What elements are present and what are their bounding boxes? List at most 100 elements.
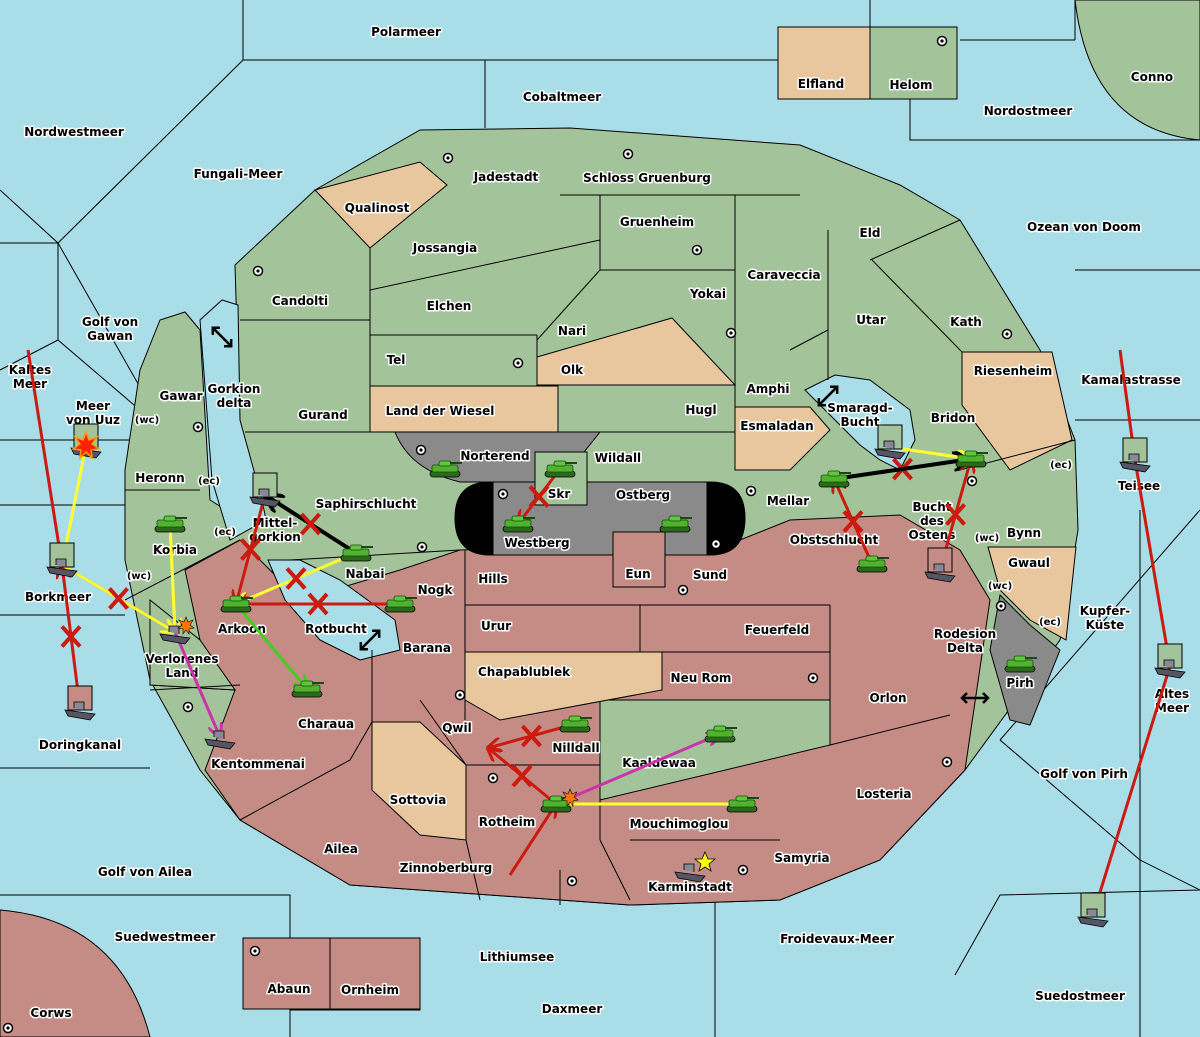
province-label[interactable]: Pirh	[1005, 675, 1035, 692]
province-label[interactable]: Mittel-gorkion	[248, 515, 303, 546]
province-label[interactable]: Fungali-Meer	[192, 166, 284, 183]
province-label[interactable]: Gawar	[158, 388, 204, 405]
province-label[interactable]: Doringkanal	[37, 737, 122, 754]
province-label[interactable]: Land der Wiesel	[384, 403, 496, 420]
province-label[interactable]: Candolti	[270, 293, 329, 310]
army-tank-icon[interactable]	[544, 460, 577, 478]
corws-area[interactable]	[0, 909, 151, 1037]
province-label[interactable]: Kupfer-Küste	[1078, 603, 1131, 634]
province-label[interactable]: Olk	[559, 362, 585, 379]
province-label[interactable]: Norterend	[459, 448, 531, 465]
province-label[interactable]: Samyria	[773, 850, 831, 867]
army-tank-icon[interactable]	[1004, 655, 1037, 673]
province-label[interactable]: Nari	[556, 323, 587, 340]
fleet-ship-icon[interactable]	[70, 423, 102, 461]
esmaladan-area[interactable]	[734, 406, 831, 471]
province-label[interactable]: Hills	[477, 571, 510, 588]
province-label[interactable]: Caraveccia	[746, 267, 822, 284]
army-tank-icon[interactable]	[704, 725, 737, 743]
eun-area[interactable]	[612, 531, 666, 588]
province-label[interactable]: Elfland	[796, 76, 845, 93]
province-label[interactable]: Gruenheim	[618, 214, 695, 231]
province-label[interactable]: Nordwestmeer	[23, 124, 126, 141]
fleet-ship-icon[interactable]	[249, 472, 281, 508]
province-label[interactable]: Ornheim	[340, 982, 401, 999]
province-label[interactable]: Urur	[479, 618, 512, 635]
fleet-ship-icon[interactable]	[874, 424, 906, 460]
province-label[interactable]: Jossangia	[410, 240, 478, 257]
province-label[interactable]: Karminstadt	[647, 879, 734, 896]
province-label[interactable]: Bridon	[929, 410, 977, 427]
province-label[interactable]: Feuerfeld	[743, 622, 811, 639]
province-label[interactable]: Kaaldewaa	[621, 755, 698, 772]
province-label[interactable]: Abaun	[266, 981, 312, 998]
province-label[interactable]: Rotheim	[477, 814, 537, 831]
province-label[interactable]: Bynn	[1005, 525, 1042, 542]
province-label[interactable]: Nilldall	[551, 740, 601, 757]
province-label[interactable]: Sottovia	[388, 792, 448, 809]
fleet-ship-icon[interactable]	[674, 863, 706, 883]
province-label[interactable]: Gurand	[297, 407, 350, 424]
province-label[interactable]: Kath	[949, 314, 984, 331]
province-label[interactable]: Heronn	[134, 470, 186, 487]
army-tank-icon[interactable]	[659, 515, 692, 533]
fleet-ship-icon[interactable]	[1154, 643, 1186, 679]
province-label[interactable]: Skr	[546, 486, 572, 503]
province-label[interactable]: Qwil	[441, 720, 474, 737]
province-label[interactable]: Froidevaux-Meer	[779, 931, 896, 948]
fleet-ship-icon[interactable]	[1119, 437, 1151, 473]
province-label[interactable]: Eun	[624, 566, 652, 583]
province-label[interactable]: Nordostmeer	[982, 103, 1074, 120]
province-label[interactable]: Golf von Pirh	[1039, 766, 1130, 783]
province-label[interactable]: Tel	[385, 352, 407, 369]
army-tank-icon[interactable]	[955, 450, 988, 468]
province-label[interactable]: Rotbucht	[304, 621, 369, 638]
province-label[interactable]: Korbia	[151, 542, 198, 559]
province-label[interactable]: Esmaladan	[739, 418, 815, 435]
army-tank-icon[interactable]	[502, 515, 535, 533]
province-label[interactable]: Kamalastrasse	[1080, 372, 1183, 389]
province-label[interactable]: Sund	[691, 567, 728, 584]
province-label[interactable]: Suedwestmeer	[113, 929, 217, 946]
province-label[interactable]: Barana	[402, 640, 453, 657]
army-tank-icon[interactable]	[559, 715, 592, 733]
army-tank-icon[interactable]	[726, 795, 759, 813]
province-label[interactable]: Qualinost	[343, 200, 411, 217]
province-label[interactable]: Lithiumsee	[478, 949, 556, 966]
province-label[interactable]: Eld	[858, 225, 882, 242]
province-label[interactable]: Smaragd-Bucht	[826, 400, 894, 431]
province-label[interactable]: Obstschlucht	[788, 532, 880, 549]
province-label[interactable]: Wildall	[593, 450, 642, 467]
province-label[interactable]: Orlon	[868, 690, 908, 707]
province-label[interactable]: Ozean von Doom	[1026, 219, 1143, 236]
province-label[interactable]: Mouchimoglou	[628, 816, 730, 833]
province-label[interactable]: Golf von Ailea	[96, 864, 193, 881]
province-label[interactable]: Amphi	[745, 381, 791, 398]
province-label[interactable]: Yokai	[687, 286, 727, 303]
province-label[interactable]: Neu Rom	[669, 670, 733, 687]
army-tank-icon[interactable]	[429, 460, 462, 478]
province-label[interactable]: Helom	[888, 77, 934, 94]
province-label[interactable]: Mellar	[765, 493, 810, 510]
province-label[interactable]: Nogk	[416, 582, 455, 599]
province-label[interactable]: Schloss Gruenburg	[582, 170, 713, 187]
army-tank-icon[interactable]	[291, 680, 324, 698]
province-label[interactable]: Kentommenai	[210, 756, 307, 773]
province-label[interactable]: Ailea	[323, 841, 360, 858]
province-label[interactable]: Riesenheim	[972, 363, 1054, 380]
province-label[interactable]: Suedostmeer	[1034, 988, 1127, 1005]
province-label[interactable]: Saphirschlucht	[314, 496, 418, 513]
province-label[interactable]: Daxmeer	[540, 1001, 604, 1018]
riesenheim-area[interactable]	[961, 351, 1073, 471]
province-label[interactable]: Charaua	[296, 716, 355, 733]
province-label[interactable]: Gwaul	[1007, 555, 1052, 572]
province-label[interactable]: Jadestadt	[471, 169, 540, 186]
fleet-ship-icon[interactable]	[1077, 892, 1109, 928]
province-label[interactable]: Losteria	[855, 786, 913, 803]
